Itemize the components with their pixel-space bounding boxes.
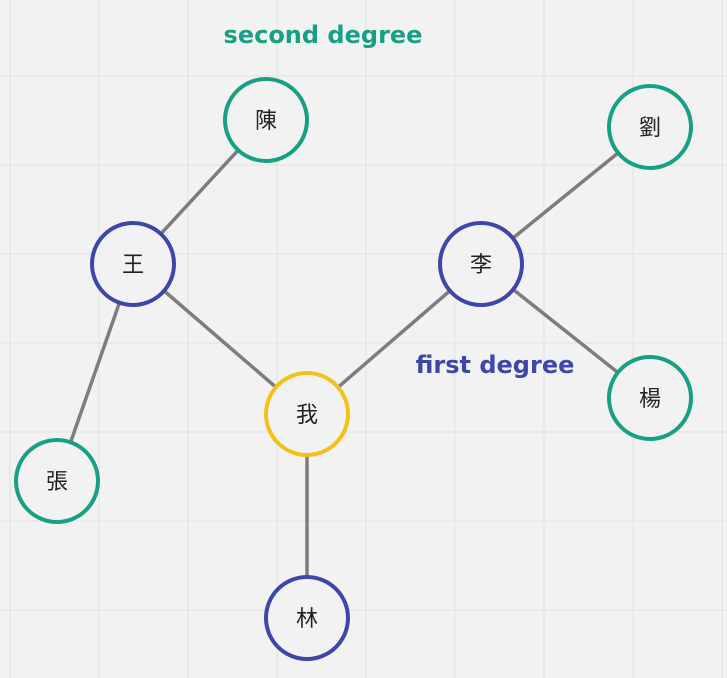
legend-first-degree: first degree xyxy=(416,351,575,379)
node-label-li: 李 xyxy=(470,253,492,278)
legend-second-degree: second degree xyxy=(224,21,423,49)
node-circle-self xyxy=(264,371,350,457)
node-label-zhang: 張 xyxy=(46,470,68,495)
node-circle-zhang xyxy=(14,438,100,524)
node-circle-liu xyxy=(607,84,693,170)
node-label-wang: 王 xyxy=(122,253,144,278)
nodes: 我 王 李林 陳張 劉楊 xyxy=(14,77,693,661)
node-lin: 林 xyxy=(264,575,350,661)
node-circle-yang xyxy=(607,355,693,441)
node-chen: 陳 xyxy=(223,77,309,163)
node-li: 李 xyxy=(438,221,524,307)
node-label-self: 我 xyxy=(296,403,318,428)
node-label-liu: 劉 xyxy=(639,116,661,141)
node-liu: 劉 xyxy=(607,84,693,170)
node-label-chen: 陳 xyxy=(255,109,277,134)
node-label-yang: 楊 xyxy=(639,387,661,412)
node-circle-lin xyxy=(264,575,350,661)
node-circle-wang xyxy=(90,221,176,307)
node-yang: 楊 xyxy=(607,355,693,441)
node-circle-chen xyxy=(223,77,309,163)
node-circle-li xyxy=(438,221,524,307)
node-label-lin: 林 xyxy=(296,607,318,632)
node-wang: 王 xyxy=(90,221,176,307)
node-zhang: 張 xyxy=(14,438,100,524)
node-self: 我 xyxy=(264,371,350,457)
